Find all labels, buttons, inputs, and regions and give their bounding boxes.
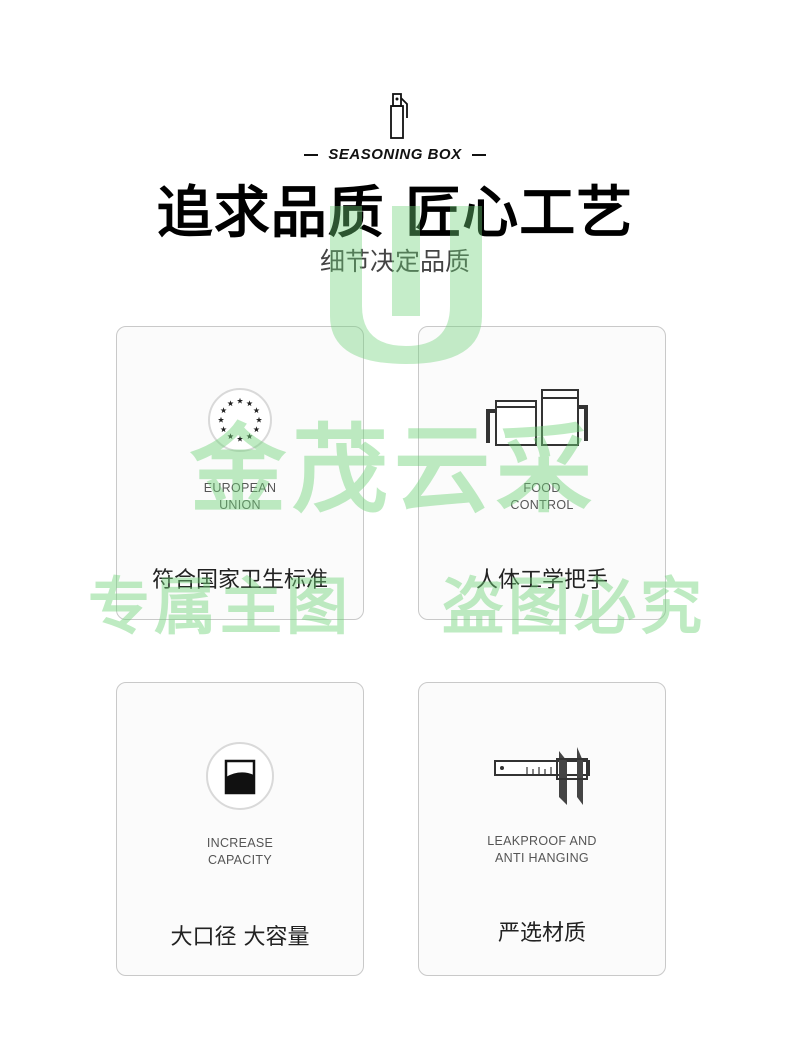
eu-star (253, 407, 260, 414)
card-cn-label: 大口径 大容量 (170, 925, 310, 950)
card-en-label: EUROPEAN UNION (203, 481, 277, 512)
eu-star (236, 397, 244, 404)
caliper-icon (494, 747, 590, 805)
feature-card-leakproof: LEAKPROOF AND ANTI HANGING 严选材质 (418, 682, 666, 976)
dash-right (471, 154, 486, 157)
containers-icon (486, 389, 588, 446)
bottle-icon (390, 93, 408, 139)
eu-star (227, 400, 234, 407)
card-en-label: INCREASE CAPACITY (206, 836, 274, 867)
watermark-left: 专属主图 (88, 570, 353, 643)
card-cn-label: 人体工学把手 (475, 568, 608, 593)
eu-star (227, 433, 234, 440)
watermark-right: 盗图必究 (442, 570, 707, 643)
eu-star (246, 400, 253, 407)
eu-star (220, 426, 227, 433)
eu-star (246, 433, 253, 440)
feature-card-food: FOOD CONTROL 人体工学把手 (418, 326, 666, 620)
tagline: 细节决定品质 (319, 247, 470, 276)
card-en-label: FOOD CONTROL (510, 481, 574, 512)
eu-stars-icon (208, 388, 272, 452)
eu-star (253, 426, 260, 433)
eu-star (217, 416, 225, 423)
feature-card-capacity: INCREASE CAPACITY 大口径 大容量 (116, 682, 364, 976)
watermark-brand: 金茂云采 (190, 414, 598, 526)
page-title: 追求品质 匠心工艺 (156, 181, 634, 246)
card-en-label: LEAKPROOF AND ANTI HANGING (487, 834, 597, 865)
subtitle-text: SEASONING BOX (328, 146, 462, 163)
eu-star (220, 407, 227, 414)
dash-left (304, 154, 319, 157)
card-cn-label: 严选材质 (497, 921, 586, 946)
section-subtitle: SEASONING BOX (0, 146, 790, 163)
eu-star (236, 435, 244, 442)
jar-capacity-icon (206, 742, 274, 810)
eu-star (255, 416, 263, 423)
feature-card-eu: EUROPEAN UNION 符合国家卫生标准 (116, 326, 364, 620)
card-cn-label: 符合国家卫生标准 (151, 568, 328, 593)
